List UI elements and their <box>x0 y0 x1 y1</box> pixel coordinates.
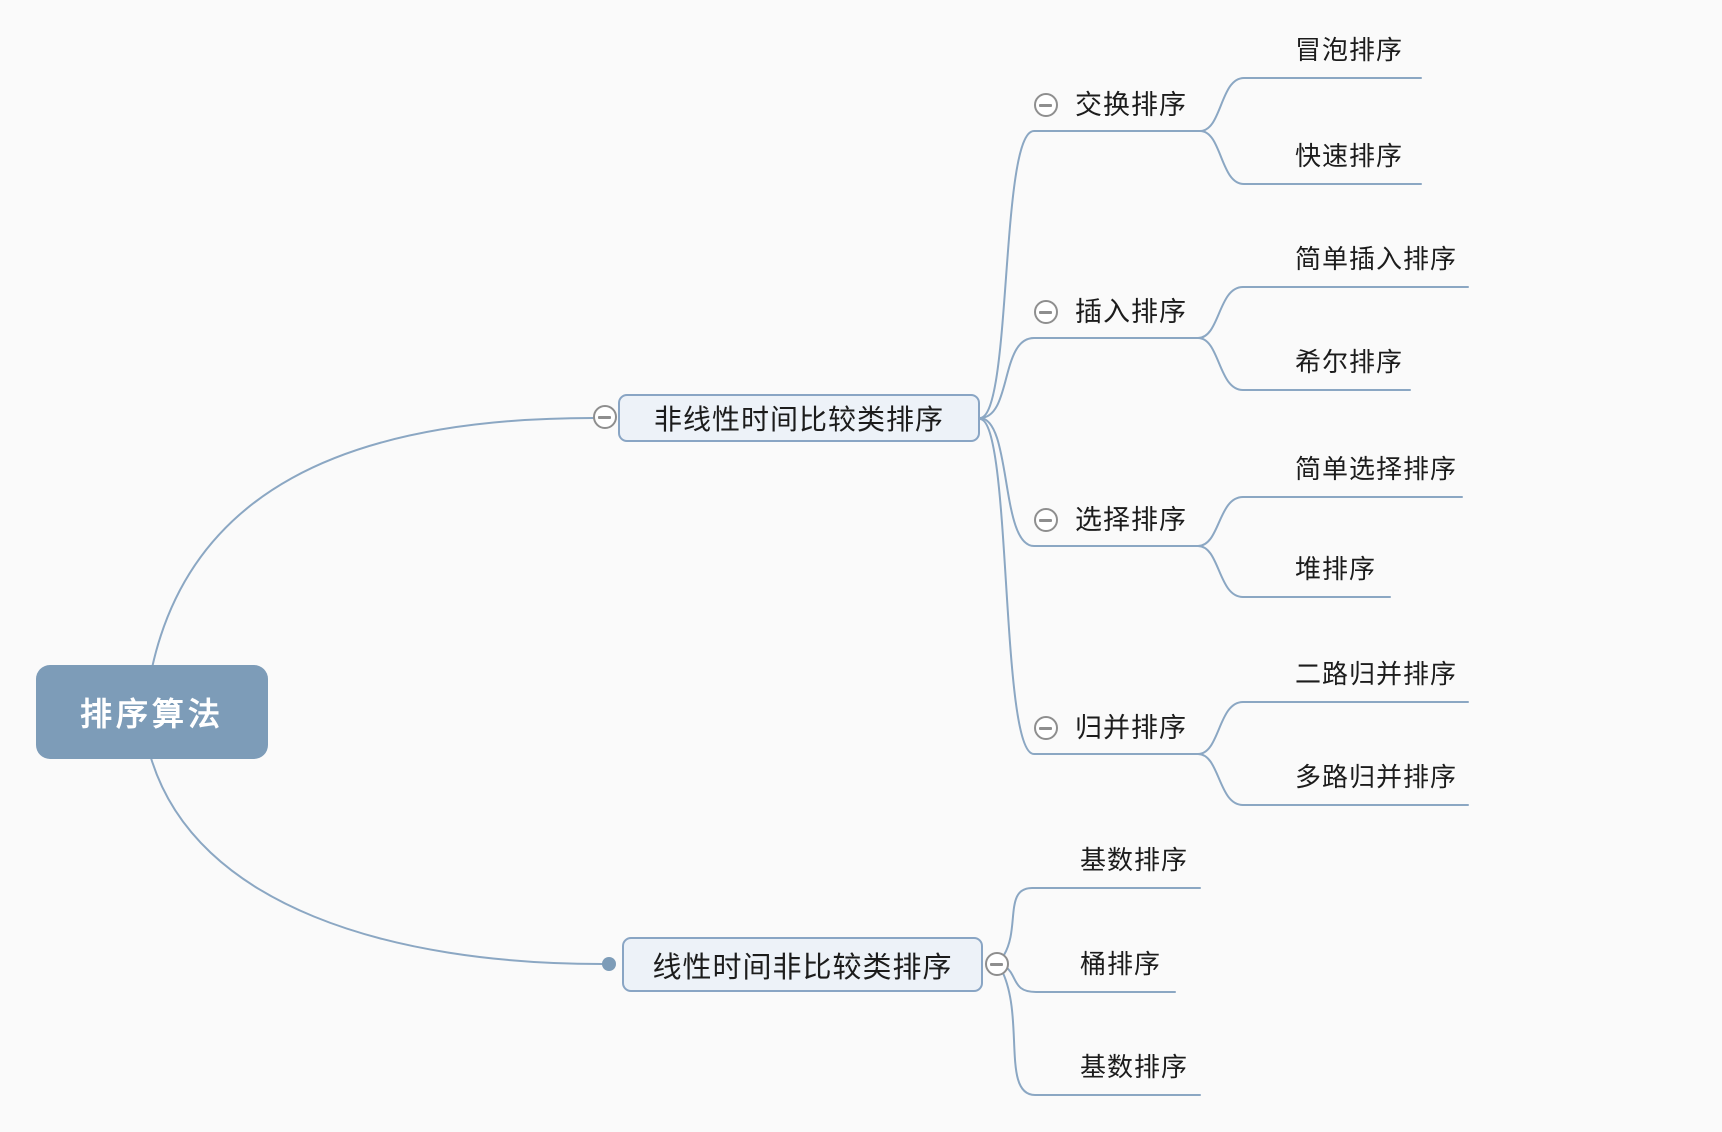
node-insertion-sort[interactable]: 插入排序 <box>1075 297 1187 327</box>
node-selection-sort[interactable]: 选择排序 <box>1075 505 1187 535</box>
node-shell-sort[interactable]: 希尔排序 <box>1295 347 1404 377</box>
node-bucket-sort[interactable]: 桶排序 <box>1080 949 1162 979</box>
edge-insertion-to-simple-insertion <box>1197 286 1469 339</box>
edge-comparison-to-merge <box>979 418 1199 755</box>
collapse-icon-selection[interactable] <box>1034 508 1058 532</box>
branch-anchor-dot <box>602 957 616 971</box>
edge-selection-to-heap <box>1197 545 1391 598</box>
collapse-icon-insertion[interactable] <box>1034 300 1058 324</box>
root-node[interactable]: 排序算法 <box>36 665 268 759</box>
node-heap-sort[interactable]: 堆排序 <box>1295 554 1377 584</box>
edge-noncomparison-to-radix-bottom <box>1002 972 1201 1096</box>
edge-comparison-to-exchange <box>979 130 1201 419</box>
edge-comparison-to-selection <box>979 417 1199 547</box>
node-radix-sort-top[interactable]: 基数排序 <box>1080 845 1189 875</box>
node-linear-noncomparison-sort[interactable]: 线性时间非比较类排序 <box>622 937 983 992</box>
collapse-icon-comparison[interactable] <box>593 405 617 429</box>
edge-selection-to-simple-selection <box>1197 496 1463 547</box>
node-merge-sort[interactable]: 归并排序 <box>1075 713 1187 743</box>
node-bubble-sort[interactable]: 冒泡排序 <box>1295 35 1404 65</box>
edge-noncomparison-to-radix-top <box>1003 887 1201 956</box>
node-radix-sort-bottom[interactable]: 基数排序 <box>1080 1052 1189 1082</box>
edge-merge-to-two-way <box>1197 701 1469 755</box>
edge-comparison-to-insertion <box>979 337 1199 419</box>
node-quick-sort[interactable]: 快速排序 <box>1295 141 1404 171</box>
node-simple-insertion-sort[interactable]: 简单插入排序 <box>1295 244 1458 274</box>
edge-insertion-to-shell <box>1197 337 1411 391</box>
collapse-icon-exchange[interactable] <box>1034 93 1058 117</box>
edge-merge-to-multi-way <box>1197 753 1469 806</box>
root-node-label: 排序算法 <box>79 696 224 732</box>
collapse-icon-merge[interactable] <box>1034 716 1058 740</box>
edge-exchange-to-bubble <box>1199 77 1422 132</box>
edge-noncomparison-to-bucket <box>1004 965 1176 993</box>
edge-root-to-noncomparison <box>150 757 603 965</box>
node-nonlinear-comparison-sort-label: 非线性时间比较类排序 <box>653 404 944 435</box>
node-multi-way-merge-sort[interactable]: 多路归并排序 <box>1295 762 1458 792</box>
node-exchange-sort[interactable]: 交换排序 <box>1075 90 1187 120</box>
edge-exchange-to-quick <box>1199 130 1422 185</box>
node-nonlinear-comparison-sort[interactable]: 非线性时间比较类排序 <box>618 394 980 442</box>
node-two-way-merge-sort[interactable]: 二路归并排序 <box>1295 659 1458 689</box>
node-linear-noncomparison-sort-label: 线性时间非比较类排序 <box>652 951 953 984</box>
collapse-icon-noncomparison[interactable] <box>985 952 1009 976</box>
node-simple-selection-sort[interactable]: 简单选择排序 <box>1295 454 1458 484</box>
edge-root-to-comparison <box>151 417 594 669</box>
